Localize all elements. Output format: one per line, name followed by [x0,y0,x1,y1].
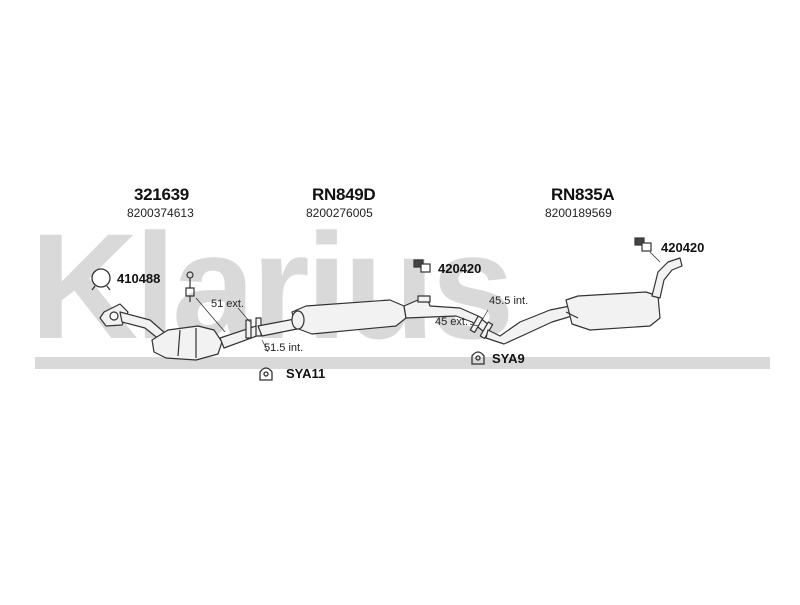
dimension-label: 51 ext. [211,298,245,310]
front-flange [99,303,129,327]
dimension-label: 45 ext. [435,316,469,328]
sensor-icon [185,271,195,302]
catalytic-converter [151,325,223,361]
sensor-leader [195,297,226,333]
joint-band [245,319,252,339]
mount-leader [649,251,661,263]
part-number: RN849D [312,185,376,204]
klarius-watermark: Klarius [30,202,511,370]
gasket-icon [91,268,111,291]
oe-reference: 8200276005 [306,206,373,220]
dim-leader [481,309,489,321]
oe-reference: 8200374613 [127,206,194,220]
joint-band [469,315,484,334]
dimension-label: 51.5 int. [264,342,304,354]
clamp-code: SYA9 [492,351,525,366]
clamp-icon [471,351,485,365]
clamp-icon [259,367,273,381]
watermark-underline [35,357,770,369]
gasket-code: 410488 [117,271,161,286]
dim-leader [261,339,269,353]
mount-code: 420420 [438,261,482,276]
dim-leader [237,307,251,323]
pipe-hanger [417,295,431,303]
dim-leader [469,323,479,327]
mount-rubber-icon [413,259,431,273]
tailpipe [651,257,683,299]
part-number: RN835A [551,185,615,204]
dimension-label: 45.5 int. [489,295,529,307]
clamp-code: SYA11 [286,366,326,381]
mount-rubber-icon [634,237,652,252]
mount-code: 420420 [661,240,705,255]
part-number: 321639 [134,185,189,204]
rear-silencer [565,291,661,331]
oe-reference: 8200189569 [545,206,612,220]
